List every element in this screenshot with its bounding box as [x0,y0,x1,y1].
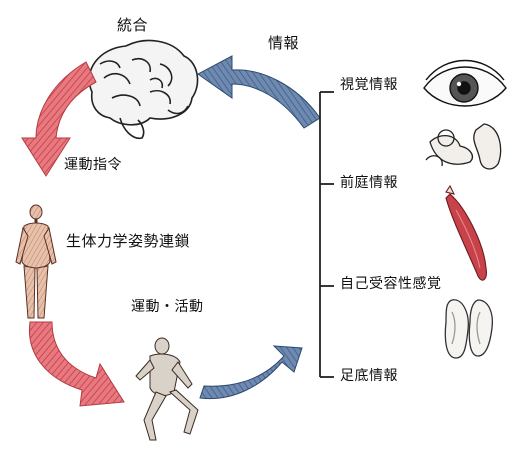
brain-icon [88,39,199,140]
muscle-icon [445,184,487,281]
plantar-info-label: 足底情報 [340,368,398,384]
information-arrow [197,55,321,129]
information-label: 情報 [268,34,300,52]
vestibular-info-label: 前庭情報 [340,175,398,191]
foot-sole-icon [444,299,494,359]
motor-command-label: 運動指令 [64,157,122,173]
movement-arrow [28,321,125,407]
kinetic-chain-label: 生体力学姿勢連鎖 [66,232,191,250]
running-figure-icon [135,337,199,441]
motor-command-arrow [21,61,97,177]
eye-icon [423,59,507,107]
sensory-input-bracket [319,91,334,378]
proprioception-label: 自己受容性感覚 [340,276,442,292]
integration-label: 統合 [117,16,149,34]
inner-ear-icon [425,123,502,170]
movement-label: 運動・活動 [131,299,204,315]
visual-info-label: 視覚情報 [340,77,398,93]
anatomy-figure-icon [15,204,57,319]
feedback-arrow [199,345,303,400]
